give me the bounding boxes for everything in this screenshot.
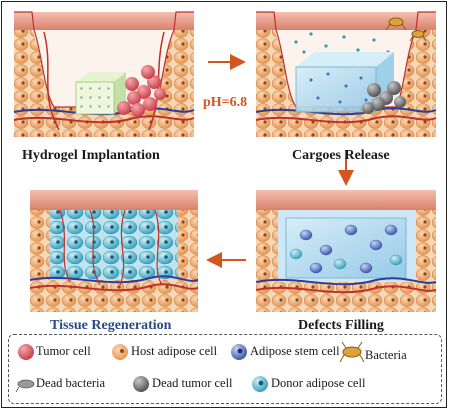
host-adipose-cell-icon xyxy=(112,344,128,360)
panel-label-defects-filling: Defects Filling xyxy=(298,318,384,333)
donor-adipose-cell-icon xyxy=(252,376,268,392)
dead-bacteria-icon xyxy=(15,379,35,393)
bacteria-icon xyxy=(339,341,365,363)
dead-tumor-cluster xyxy=(362,81,406,114)
legend-label-adipose-stem-cell: Adipose stem cell xyxy=(250,344,340,358)
legend-label-dead-tumor-cell: Dead tumor cell xyxy=(152,376,233,390)
ph-label: pH=6.8 xyxy=(203,95,248,110)
dead-tumor-cell-icon xyxy=(133,376,149,392)
legend-label-bacteria: Bacteria xyxy=(365,348,407,362)
legend-label-dead-bacteria: Dead bacteria xyxy=(36,376,106,390)
adipose-stem-cell-icon xyxy=(231,344,247,360)
panel-cargoes-release xyxy=(255,11,437,137)
panel-label-cargoes-release: Cargoes Release xyxy=(292,148,390,163)
panel-defects-filling xyxy=(255,190,437,312)
bacteria-group xyxy=(385,17,427,42)
legend xyxy=(8,334,442,404)
panel-label-tissue-regeneration: Tissue Regeneration xyxy=(50,318,172,333)
panel-tissue-regeneration xyxy=(29,190,199,312)
tumor-cell-icon xyxy=(18,344,34,360)
tumor-cluster-1 xyxy=(117,65,166,117)
legend-label-host-adipose-cell: Host adipose cell xyxy=(131,344,218,358)
hydrogel-cube-1 xyxy=(75,72,126,115)
legend-label-donor-adipose-cell: Donor adipose cell xyxy=(271,376,366,390)
legend-label-tumor-cell: Tumor cell xyxy=(36,344,91,358)
cargo-particles xyxy=(294,32,390,60)
panel-label-hydrogel-implantation: Hydrogel Implantation xyxy=(22,148,160,163)
panel-hydrogel-implantation xyxy=(13,11,195,137)
